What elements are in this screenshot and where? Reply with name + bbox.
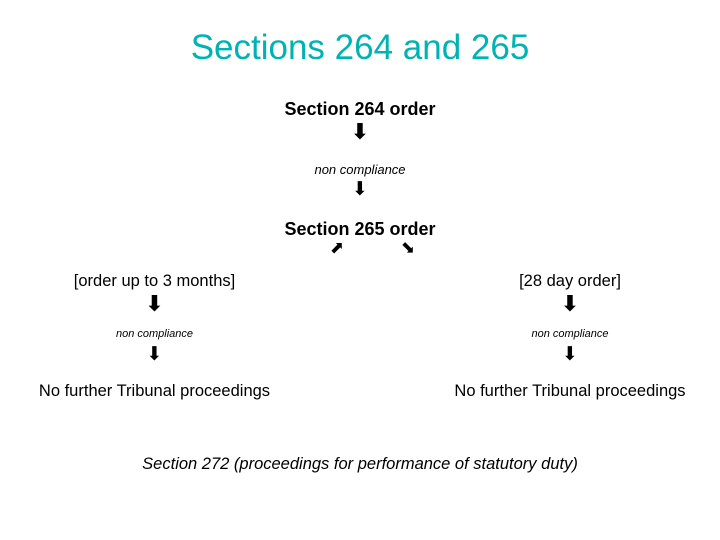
arrow-down-icon-4: ⬇: [560, 292, 580, 317]
page-title: Sections 264 and 265: [190, 28, 530, 67]
arrow-down-icon-2: ⬇: [352, 178, 368, 200]
node-no-further-tribunal-right: No further Tribunal proceedings: [454, 382, 686, 400]
arrow-down-icon-1: ⬇: [350, 120, 370, 145]
node-section-265-order: Section 265 order: [284, 219, 436, 239]
arrow-diagonal-left-icon: ⬈: [329, 238, 345, 258]
arrow-diagonal-right-icon: ⬊: [400, 238, 416, 258]
node-28-day-order: [28 day order]: [519, 272, 621, 290]
node-no-further-tribunal-left: No further Tribunal proceedings: [38, 382, 271, 400]
node-non-compliance-left: non compliance: [115, 328, 194, 340]
footer-section-272: Section 272 (proceedings for performance…: [142, 455, 578, 473]
node-section-264-order: Section 264 order: [284, 99, 436, 119]
node-non-compliance-right: non compliance: [531, 328, 609, 340]
arrow-down-icon-5: ⬇: [146, 343, 163, 365]
node-order-up-to-3-months: [order up to 3 months]: [73, 272, 236, 290]
node-non-compliance-1: non compliance: [314, 162, 406, 177]
arrow-down-icon-6: ⬇: [562, 343, 578, 365]
arrow-down-icon-3: ⬇: [145, 292, 164, 317]
